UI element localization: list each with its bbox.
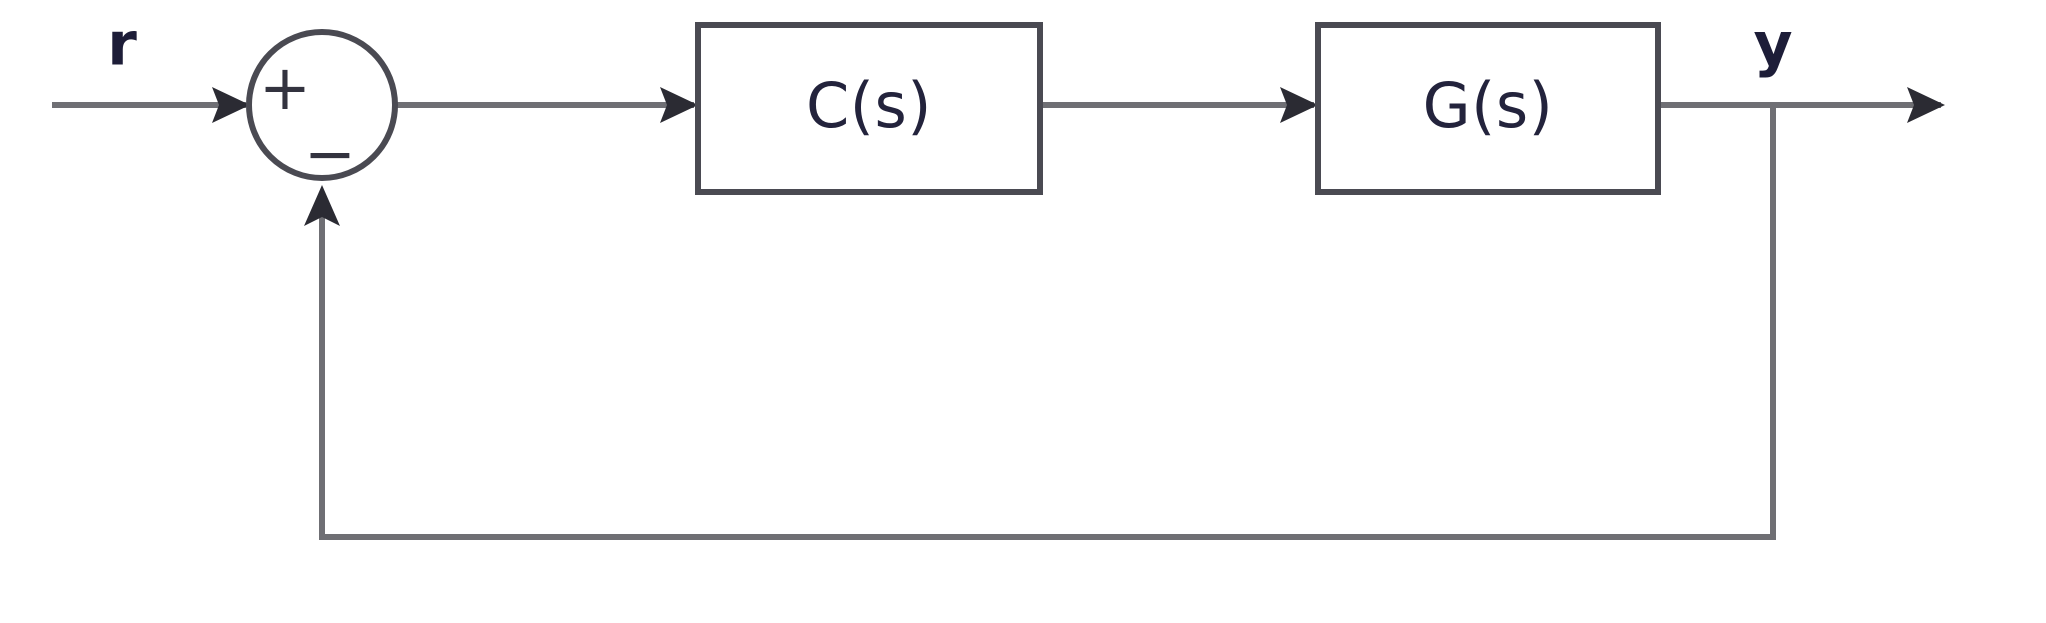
plant-block-label: G(s) <box>1423 69 1554 142</box>
arrowhead-feedback-to-sum <box>304 185 340 226</box>
arrowhead-input-to-sum <box>212 87 250 123</box>
arrowhead-sum-to-controller <box>660 87 698 123</box>
controller-block <box>695 22 1043 195</box>
summing-junction-plus-sign: + <box>259 51 311 124</box>
plant-block <box>1315 22 1661 195</box>
controller-block-label: C(s) <box>806 69 932 142</box>
summing-junction <box>246 29 398 181</box>
arrowhead-output <box>1907 87 1945 123</box>
summing-junction-minus-sign: − <box>304 117 356 190</box>
reference-signal-label: r <box>107 10 137 80</box>
arrowhead-controller-to-plant <box>1280 87 1318 123</box>
branch-point-output <box>1770 102 1776 108</box>
output-signal-label: y <box>1753 10 1792 80</box>
wire-feedback-path <box>319 105 1776 540</box>
